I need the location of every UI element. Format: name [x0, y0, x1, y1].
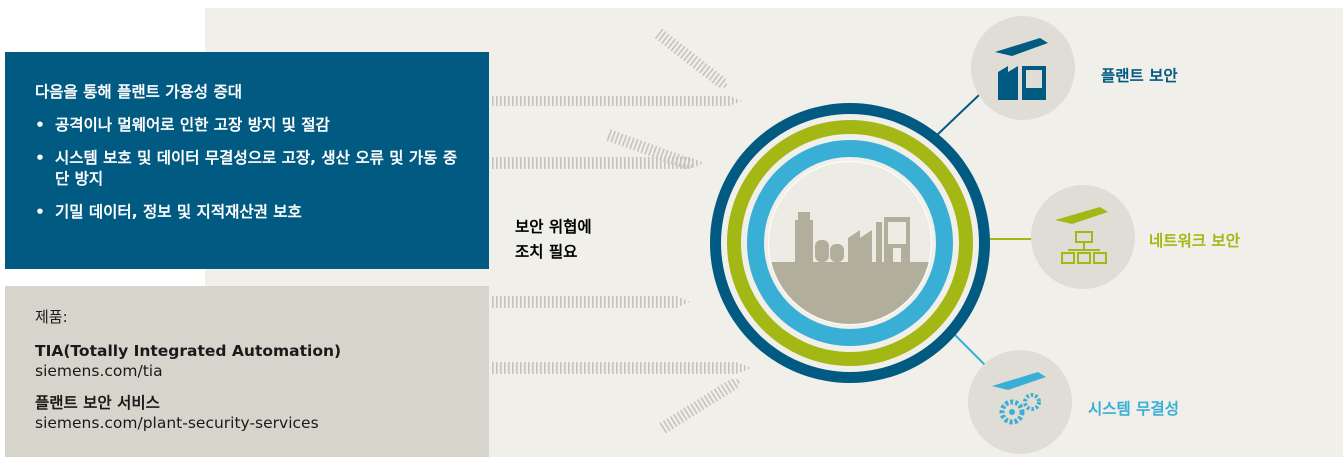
threat-line: 조치 필요 [515, 243, 578, 261]
threat-text: 보안 위협에 조치 필요 [515, 215, 592, 265]
benefits-box: 다음을 통해 플랜트 가용성 증대 공격이나 멀웨어로 인한 고장 방지 및 절… [5, 52, 489, 269]
threat-line: 보안 위협에 [515, 218, 592, 236]
products-label: 제품: [35, 308, 68, 326]
threat-arrow [490, 96, 742, 106]
threat-arrow [490, 362, 752, 374]
plant-security-label: 플랜트 보안 [1101, 67, 1178, 85]
product-name: 플랜트 보안 서비스 [35, 394, 160, 412]
threat-arrow [490, 157, 704, 169]
product-name: TIA(Totally Integrated Automation) [35, 342, 342, 360]
threat-arrow [490, 296, 690, 308]
plant-illustration [769, 162, 931, 324]
gears-icon [968, 350, 1072, 454]
threat-arrow [654, 28, 728, 88]
system-integrity-label: 시스템 무결성 [1088, 400, 1179, 418]
benefit-item: 시스템 보호 및 데이터 무결성으로 고장, 생산 오류 및 가동 중단 방지 [35, 148, 469, 190]
product-link[interactable]: siemens.com/plant-security-services [35, 414, 319, 432]
benefit-item: 공격이나 멀웨어로 인한 고장 방지 및 절감 [35, 115, 469, 136]
product-link[interactable]: siemens.com/tia [35, 362, 163, 380]
threat-arrow [658, 378, 741, 434]
factory-icon [971, 16, 1075, 120]
products-box: 제품: TIA(Totally Integrated Automation) s… [5, 286, 489, 457]
benefit-item: 기밀 데이터, 정보 및 지적재산권 보호 [35, 202, 469, 223]
threat-arrows [490, 28, 752, 434]
network-icon [1031, 185, 1135, 289]
benefits-heading: 다음을 통해 플랜트 가용성 증대 [35, 83, 242, 101]
benefits-list: 공격이나 멀웨어로 인한 고장 방지 및 절감 시스템 보호 및 데이터 무결성… [35, 115, 469, 223]
threat-arrow [605, 128, 696, 170]
network-security-label: 네트워크 보안 [1149, 232, 1240, 250]
